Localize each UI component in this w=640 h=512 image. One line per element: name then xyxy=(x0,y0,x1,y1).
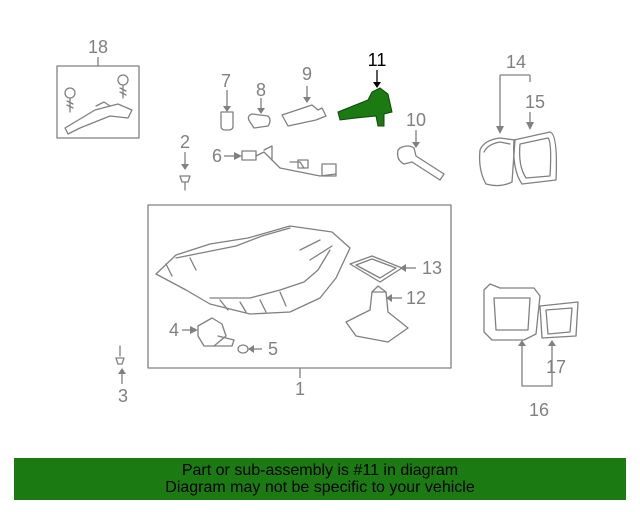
callout-2: 2 xyxy=(180,132,190,152)
parts-diagram: 18 7 8 9 11 10 2 xyxy=(56,37,579,420)
part-1-headlamp-assembly[interactable] xyxy=(147,204,452,378)
info-line-1: Part or sub-assembly is #11 in diagram xyxy=(181,462,459,479)
callout-9: 9 xyxy=(302,64,312,84)
part-7-bulb[interactable] xyxy=(220,90,234,131)
part-3-screw[interactable] xyxy=(115,345,126,384)
part-12-cover[interactable] xyxy=(345,285,409,343)
part-8-bulb[interactable] xyxy=(247,98,271,129)
part-6-wiring-harness[interactable] xyxy=(224,145,337,177)
callout-1: 1 xyxy=(295,379,305,399)
part-18-bracket-assembly[interactable] xyxy=(56,57,140,139)
part-10-bulb[interactable] xyxy=(396,130,445,181)
callout-15: 15 xyxy=(525,92,545,112)
callout-13: 13 xyxy=(422,258,442,278)
callout-7: 7 xyxy=(221,71,231,91)
info-banner: Part or sub-assembly is #11 in diagram D… xyxy=(14,458,626,500)
part-17-lens[interactable] xyxy=(539,301,579,346)
callout-12: 12 xyxy=(406,288,426,308)
part-14-cover[interactable] xyxy=(478,74,531,187)
info-line-2: Diagram may not be specific to your vehi… xyxy=(165,479,475,496)
part-9-bulb[interactable] xyxy=(281,86,327,127)
callout-5: 5 xyxy=(268,339,278,359)
part-11-highlighted[interactable] xyxy=(337,70,393,127)
callout-18: 18 xyxy=(88,37,108,57)
callout-16: 16 xyxy=(529,400,549,420)
part-5-o-ring[interactable] xyxy=(237,344,262,354)
part-2-screw[interactable] xyxy=(179,152,191,191)
part-13-gasket[interactable] xyxy=(349,255,416,283)
part-15-cover[interactable] xyxy=(513,112,558,185)
callout-10: 10 xyxy=(406,110,426,130)
callout-11: 11 xyxy=(368,50,387,70)
callout-4: 4 xyxy=(169,320,179,340)
callout-8: 8 xyxy=(256,80,266,100)
callout-14: 14 xyxy=(506,52,526,72)
callout-3: 3 xyxy=(118,386,128,406)
callout-17: 17 xyxy=(546,357,566,377)
callout-6: 6 xyxy=(212,146,222,166)
part-16-housing[interactable] xyxy=(483,283,553,387)
part-4-socket[interactable] xyxy=(182,317,235,347)
